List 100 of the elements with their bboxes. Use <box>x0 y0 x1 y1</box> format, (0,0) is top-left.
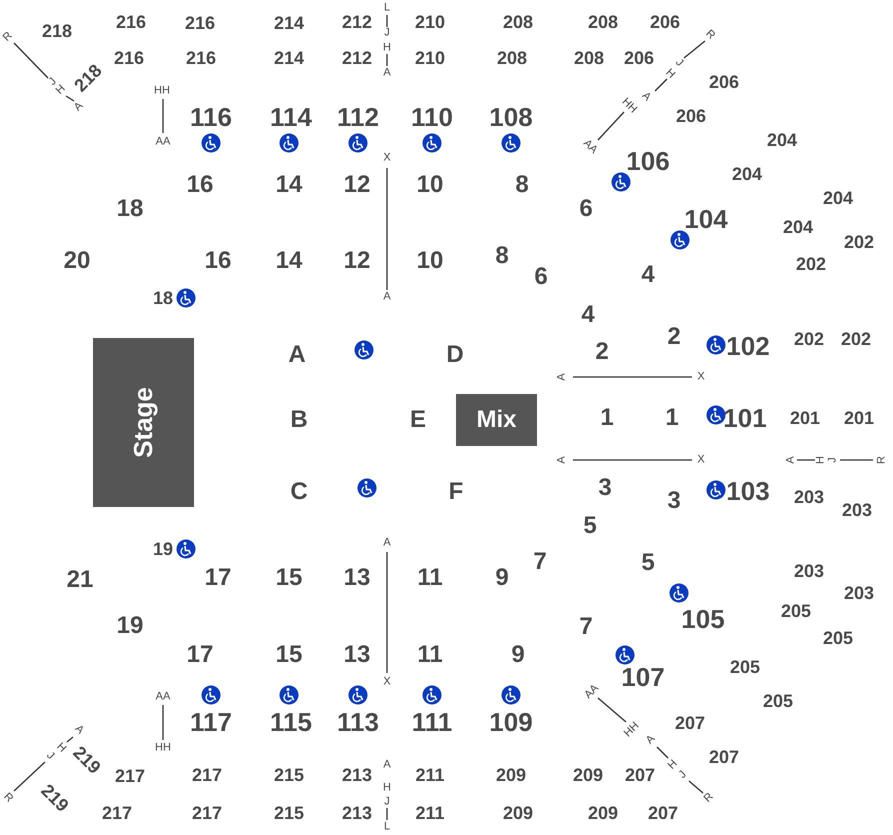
section-number: 21 <box>66 568 94 592</box>
section-number: 114 <box>270 104 312 130</box>
section-number: 109 <box>489 709 533 735</box>
row-letter: AA <box>580 138 600 156</box>
section-number: 217 <box>114 767 146 785</box>
row-letter: A <box>556 456 568 464</box>
row-letter: J <box>828 457 838 463</box>
row-letter: R <box>702 791 716 805</box>
section-number: C <box>290 480 308 504</box>
section-number: 14 <box>276 249 302 273</box>
section-number: 209 <box>572 766 604 784</box>
section-number: E <box>410 408 426 432</box>
row-letter: J <box>384 28 390 38</box>
section-number: 204 <box>732 165 762 183</box>
section-number: 5 <box>641 551 655 575</box>
section-number: 3 <box>667 489 681 513</box>
row-letter: A <box>72 100 86 114</box>
section-number: 212 <box>342 49 372 67</box>
section-number: B <box>290 408 308 432</box>
section-number: 202 <box>796 255 826 273</box>
section-number: 219 <box>70 743 104 777</box>
section-number: 203 <box>842 501 872 519</box>
section-number: 14 <box>276 173 302 197</box>
section-number: 217 <box>192 804 222 822</box>
row-letter: H <box>383 782 391 794</box>
section-number: 103 <box>726 478 770 504</box>
row-letter: R <box>703 28 717 42</box>
section-number: 201 <box>844 409 874 427</box>
section-number: 10 <box>416 173 444 197</box>
row-letter: X <box>383 152 391 164</box>
section-number: 7 <box>533 550 547 574</box>
section-number: 16 <box>186 173 214 197</box>
row-letter: H <box>663 67 677 81</box>
row-letter: AA <box>156 136 170 148</box>
section-number: 110 <box>411 104 453 130</box>
section-number: 12 <box>344 173 370 197</box>
section-number: 111 <box>412 709 452 735</box>
row-letter: H <box>54 741 68 755</box>
row-letter: H <box>816 456 826 464</box>
row-letter: AA <box>582 682 602 702</box>
section-number: 203 <box>844 584 874 602</box>
section-number: 1 <box>665 406 679 430</box>
section-number: 215 <box>274 766 304 784</box>
section-number: 209 <box>588 804 618 822</box>
section-number: 205 <box>822 629 854 647</box>
section-number: 212 <box>342 13 372 31</box>
section-number: 10 <box>416 249 444 273</box>
section-number: 216 <box>186 49 216 67</box>
section-number: 216 <box>116 13 146 31</box>
stage-area <box>93 338 194 507</box>
row-letter: J <box>677 769 689 781</box>
section-number: 15 <box>276 566 302 590</box>
section-number: 204 <box>766 131 798 149</box>
row-letter: HH <box>155 742 171 754</box>
section-number: 207 <box>648 804 678 822</box>
row-letter: HH <box>154 86 170 96</box>
section-number: 206 <box>676 107 706 125</box>
section-number: 2 <box>595 340 609 364</box>
row-letter: X <box>383 676 391 688</box>
section-number: 208 <box>502 13 534 31</box>
section-number: 116 <box>190 104 232 130</box>
section-number: D <box>446 343 464 367</box>
section-number: 105 <box>681 606 725 632</box>
section-number: 208 <box>496 49 528 67</box>
section-number: 9 <box>495 566 509 590</box>
section-number: 1 <box>600 406 614 430</box>
section-number: 2 <box>667 325 681 349</box>
row-letter: HH <box>622 720 642 740</box>
section-number: 209 <box>496 766 526 784</box>
section-number: 19 <box>152 540 174 558</box>
section-number: 214 <box>274 14 304 32</box>
section-number: 207 <box>674 714 706 732</box>
section-number: 11 <box>417 566 443 590</box>
section-number: 115 <box>270 709 312 735</box>
row-letter: L <box>384 2 390 14</box>
section-number: 5 <box>583 514 597 538</box>
area-label: Mix <box>476 406 516 434</box>
section-number: 18 <box>116 197 144 221</box>
section-number: 205 <box>780 602 812 620</box>
row-letter: AA <box>156 692 170 702</box>
section-number: 213 <box>342 766 372 784</box>
row-letter: R <box>1 30 15 44</box>
section-number: 108 <box>489 104 533 130</box>
section-number: 207 <box>708 748 740 766</box>
section-number: 4 <box>641 263 655 287</box>
section-number: 17 <box>186 643 214 667</box>
section-number: 210 <box>414 13 446 31</box>
section-number: 11 <box>417 643 443 667</box>
row-letter: HH <box>620 96 638 116</box>
section-number: 101 <box>723 405 767 431</box>
row-letter: R <box>876 456 888 464</box>
section-number: 19 <box>116 614 144 638</box>
section-number: 113 <box>337 709 379 735</box>
section-number: 6 <box>534 265 548 289</box>
row-letter: L <box>384 822 390 832</box>
section-number: 205 <box>762 692 794 710</box>
section-number: 206 <box>708 73 740 91</box>
row-letter: A <box>383 760 391 770</box>
section-number: 3 <box>598 476 612 500</box>
section-number: 107 <box>621 664 665 690</box>
